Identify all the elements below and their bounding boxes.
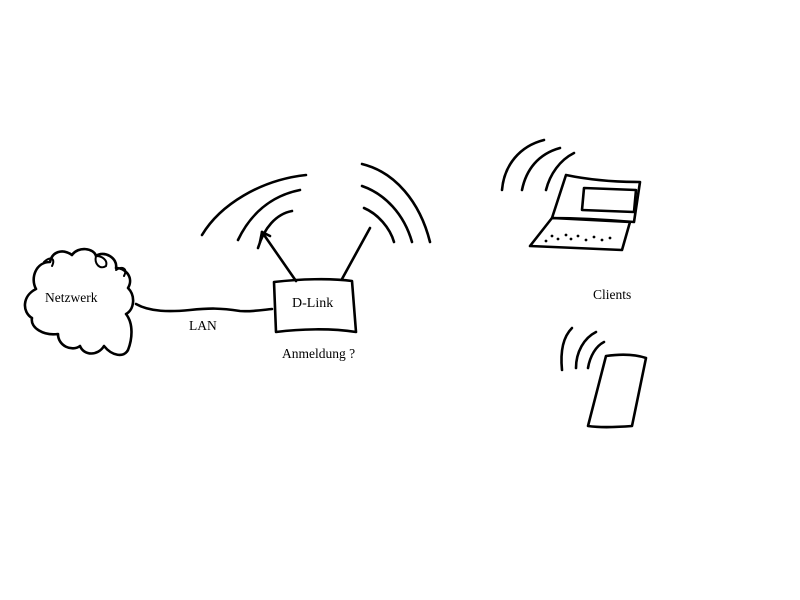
laptop-icon [528,173,642,252]
router-icon [258,226,372,334]
phone-icon [586,353,648,429]
router-label: D-Link [292,296,334,311]
antenna-icon [340,226,372,281]
lan-label: LAN [189,318,217,333]
antenna-icon [258,230,298,283]
wifi-waves-icon [500,138,576,192]
clients-label: Clients [593,287,632,302]
wifi-waves-icon [360,162,432,244]
cloud-icon [23,247,135,357]
wifi-waves-icon [560,326,606,372]
network-label: Netzwerk [45,290,98,305]
login-question-label: Anmeldung ? [282,346,356,361]
wifi-waves-icon [200,173,308,250]
lan-cable [134,302,274,313]
